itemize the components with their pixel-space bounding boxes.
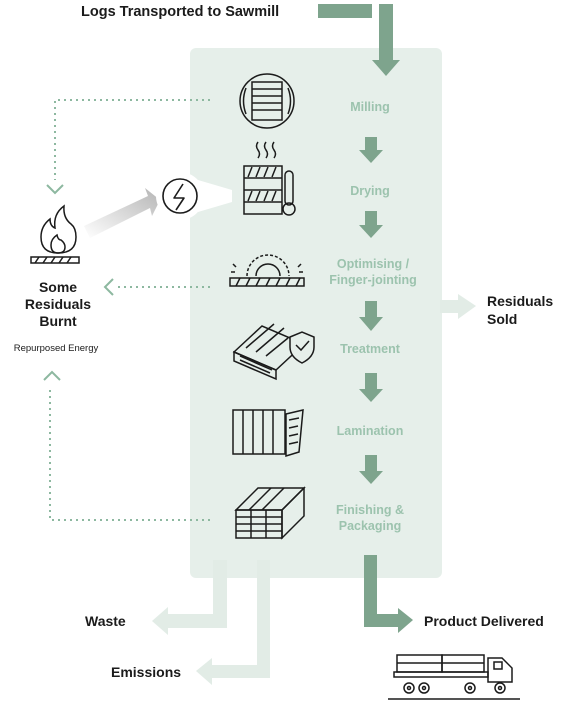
log-inlet-arrow <box>318 4 400 76</box>
waste-label: Waste <box>85 613 126 629</box>
electricity-icon <box>156 172 232 220</box>
step-drying-label: Drying <box>350 184 390 198</box>
timber-stack-icon <box>234 486 306 540</box>
repurposed-energy-label: Repurposed Energy <box>13 343 99 354</box>
dotted-line-heads <box>43 184 114 381</box>
residuals-sold-arrow <box>440 294 476 319</box>
waste-arrow <box>152 560 227 635</box>
title-label: Logs Transported to Sawmill <box>81 4 280 20</box>
step-optimising-label: Optimising / <box>336 257 410 271</box>
dotted-lines <box>49 99 210 521</box>
burnt-line3: Burnt <box>39 313 77 329</box>
fire-icon <box>30 204 80 264</box>
step-finger-jointing-label: Finger-jointing <box>329 273 417 287</box>
step-lamination-label: Lamination <box>336 424 404 438</box>
product-delivered-label: Product Delivered <box>424 613 544 629</box>
saw-icon <box>229 254 305 287</box>
burnt-line1: Some <box>38 279 78 295</box>
step-finishing-label: Finishing & <box>335 503 405 517</box>
log-milling-icon <box>239 73 295 129</box>
process-panel <box>190 48 442 578</box>
delivery-truck-icon <box>388 654 520 700</box>
residuals-sold-line1: Residuals <box>487 293 554 309</box>
emissions-arrow <box>196 560 270 685</box>
product-arrow <box>364 555 413 633</box>
step-treatment-label: Treatment <box>340 342 400 356</box>
burnt-line2: Residuals <box>24 296 92 312</box>
energy-arrow <box>84 188 160 238</box>
step-packaging-label: Packaging <box>338 519 402 533</box>
residuals-sold-line2: Sold <box>487 311 518 327</box>
step-milling-label: Milling <box>350 100 390 114</box>
lamination-icon <box>232 409 304 458</box>
treatment-shield-icon <box>232 323 315 381</box>
emissions-label: Emissions <box>111 664 182 680</box>
kiln-drying-icon <box>243 141 296 216</box>
step-arrows <box>359 137 383 484</box>
